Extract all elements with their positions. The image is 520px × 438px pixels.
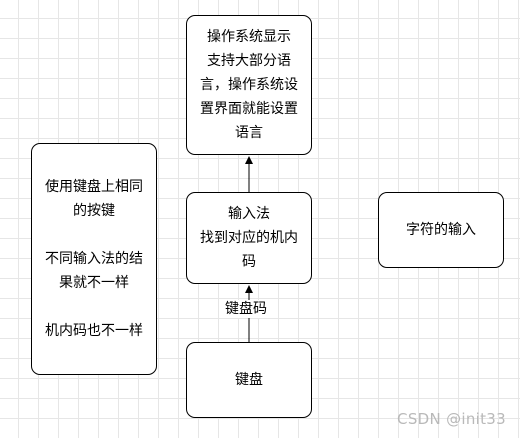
keyboard-code-label: 键盘码 xyxy=(223,300,269,318)
os-language-node: 操作系统显示 支持大部分语 言，操作系统设 置界面就能设置 语言 xyxy=(186,15,312,155)
keyboard-note-node: 使用键盘上相同 的按键 不同输入法的结 果就不一样 机内码也不一样 xyxy=(31,143,157,375)
os-line-5: 语言 xyxy=(235,125,263,141)
keyboard-label: 键盘 xyxy=(235,372,263,388)
os-line-2: 支持大部分语 xyxy=(207,53,291,69)
ime-line-3: 码 xyxy=(242,254,256,270)
ime-line-1: 输入法 xyxy=(228,206,270,222)
os-line-4: 置界面就能设置 xyxy=(200,101,298,117)
os-line-1: 操作系统显示 xyxy=(207,29,291,45)
ime-line-2: 找到对应的机内 xyxy=(200,230,298,246)
char-input-node: 字符的输入 xyxy=(378,192,504,268)
keyboard-node: 键盘 xyxy=(186,342,312,418)
note-line-4: 果就不一样 xyxy=(59,275,129,291)
char-input-label: 字符的输入 xyxy=(406,222,476,238)
watermark: CSDN @init33 xyxy=(397,410,506,428)
note-line-1: 使用键盘上相同 xyxy=(45,179,143,195)
note-line-3: 不同输入法的结 xyxy=(45,251,143,267)
os-line-3: 言，操作系统设 xyxy=(200,77,298,93)
ime-node: 输入法 找到对应的机内 码 xyxy=(186,192,312,284)
note-line-5: 机内码也不一样 xyxy=(45,323,143,339)
note-line-2: 的按键 xyxy=(73,203,115,219)
